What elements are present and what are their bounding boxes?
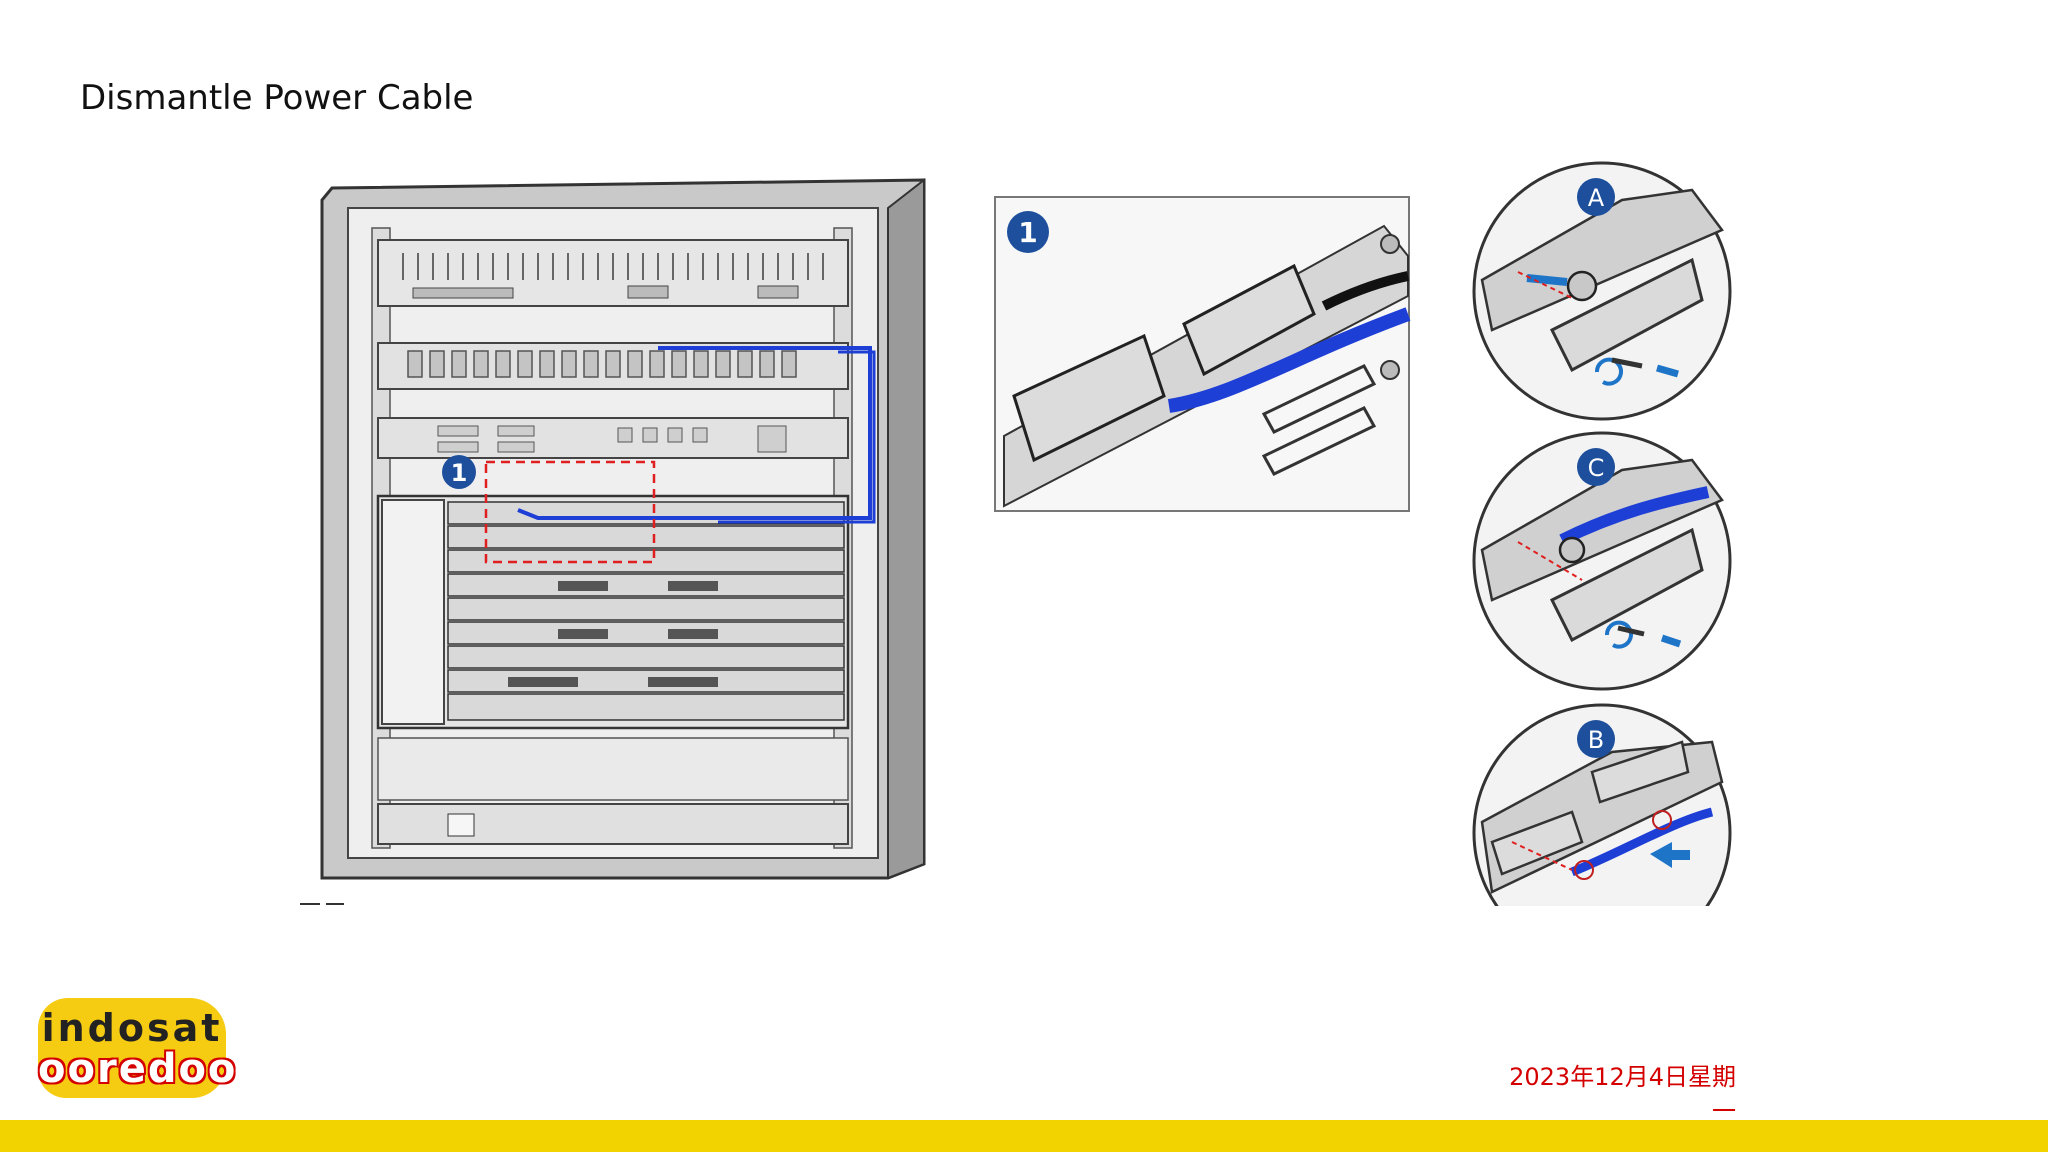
terminal-block <box>1182 263 1316 377</box>
fan-module <box>381 499 445 725</box>
bottom-accent-bar <box>0 1120 2048 1152</box>
logo-top-word: indosat <box>41 1006 223 1050</box>
step-a-badge <box>1577 178 1615 216</box>
step-a-detail: A <box>1472 161 1732 421</box>
step-1-marker <box>442 455 476 489</box>
step-c-detail: C <box>1472 431 1732 691</box>
date-text: 2023年12月4日星期 <box>1509 1063 1736 1091</box>
step-c-badge <box>1577 448 1615 486</box>
step-b-detail: B <box>1472 703 1732 906</box>
step-a-badge-label: A <box>1588 184 1605 212</box>
board-slots <box>447 501 845 721</box>
highlight-box <box>484 460 656 564</box>
detail-power-cable <box>1167 307 1411 413</box>
vent-slots <box>402 253 824 280</box>
logo-background <box>38 998 226 1098</box>
power-cable <box>517 346 872 520</box>
indosat-ooredoo-logo: indosat ooredoo <box>38 998 238 1098</box>
board-ports <box>508 581 718 687</box>
step-c-badge-label: C <box>1588 454 1605 482</box>
detail-ground-cable <box>1321 271 1410 311</box>
cabinet-diagram: 1 <box>300 177 926 905</box>
detail-step-marker <box>1007 211 1049 253</box>
logo-bottom-word: ooredoo <box>38 1046 238 1092</box>
detail-step-label: 1 <box>1018 216 1037 249</box>
odf-ports <box>407 350 797 378</box>
cabinet-side-panel <box>887 177 925 880</box>
step-1-marker-label: 1 <box>451 459 468 487</box>
slide-title: Dismantle Power Cable <box>80 78 474 118</box>
detail-view: 1 <box>994 196 1411 512</box>
blank-panel <box>377 737 849 801</box>
date-stamp: 2023年12月4日星期 一 <box>1436 1060 1736 1128</box>
step-b-badge <box>1577 720 1615 758</box>
step-b-badge-label: B <box>1588 726 1604 754</box>
